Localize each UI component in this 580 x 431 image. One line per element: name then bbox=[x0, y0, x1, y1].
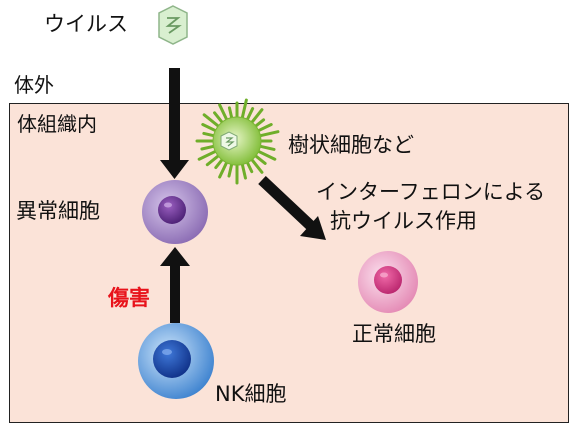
body-tissue-region bbox=[9, 103, 569, 423]
nk-cell-label: NK細胞 bbox=[215, 382, 287, 406]
dendritic-cell bbox=[195, 98, 280, 185]
virus-icon bbox=[158, 5, 188, 45]
arrow-virus-to-abnormal-cell bbox=[160, 68, 189, 179]
arrow-dendritic-to-interferon bbox=[258, 175, 326, 240]
abnormal-cell bbox=[142, 180, 208, 244]
abnormal-cell-label: 異常細胞 bbox=[16, 199, 100, 223]
dendritic-cell-label: 樹状細胞など bbox=[288, 133, 414, 157]
inside-label: 体組織内 bbox=[17, 112, 97, 136]
outside-label: 体外 bbox=[14, 73, 54, 97]
arrow-nk-to-abnormal-cell bbox=[160, 247, 190, 323]
normal-cell bbox=[358, 251, 418, 313]
interferon-label-line2: 抗ウイルス作用 bbox=[330, 209, 477, 233]
virus-label: ウイルス bbox=[44, 12, 128, 36]
damage-label: 傷害 bbox=[108, 286, 150, 310]
normal-cell-label: 正常細胞 bbox=[352, 322, 436, 346]
nk-cell bbox=[138, 323, 214, 399]
interferon-label-line1: インターフェロンによる bbox=[316, 180, 546, 204]
